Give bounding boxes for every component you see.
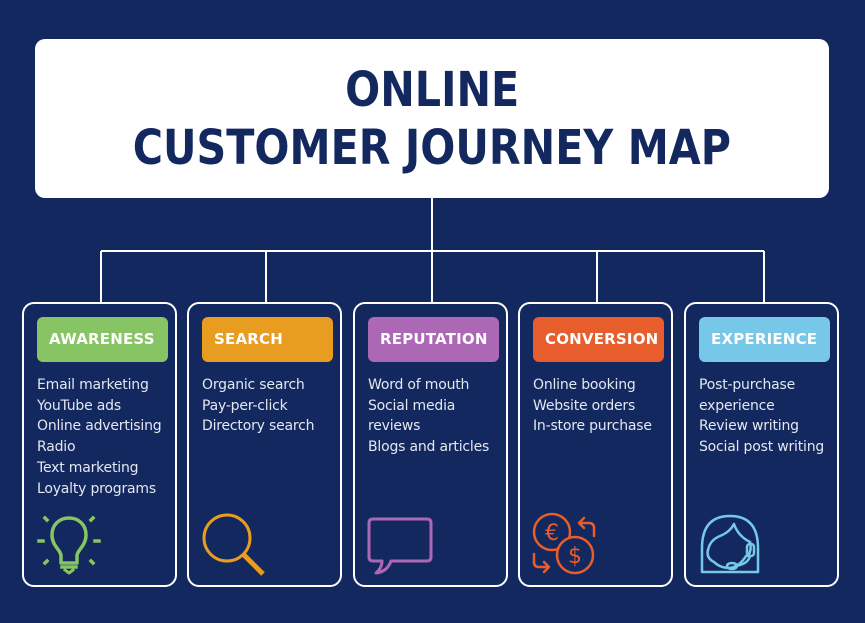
list-item: Social media	[368, 397, 456, 414]
svg-text:€: €	[545, 521, 559, 546]
list-item: Online booking	[533, 377, 636, 393]
stage-items-awareness: Email marketing YouTube ads Online adver…	[37, 375, 177, 499]
stage-items-experience: Post-purchase experience Review writing …	[699, 375, 839, 458]
stage-card-reputation: REPUTATION Word of mouth Social media re…	[353, 302, 508, 587]
list-item: Text marketing	[37, 459, 139, 476]
stage-label-conversion: CONVERSION	[533, 317, 664, 362]
list-item: Blogs and articles	[368, 439, 490, 456]
list-item: Directory search	[202, 418, 315, 435]
stage-card-search: SEARCH Organic search Pay-per-click Dire…	[187, 302, 342, 587]
list-item: Pay-per-click	[202, 397, 288, 414]
stage-items-conversion: Online booking Website orders In-store p…	[533, 375, 673, 437]
list-item: Word of mouth	[368, 377, 470, 393]
stage-label-awareness: AWARENESS	[37, 317, 168, 362]
svg-text:$: $	[568, 544, 582, 569]
list-item: Social post writing	[699, 439, 825, 456]
list-item: Radio	[37, 439, 76, 456]
list-item: Website orders	[533, 397, 636, 414]
list-item: experience	[699, 397, 775, 414]
list-item: Loyalty programs	[37, 480, 156, 497]
list-item: Post-purchase	[699, 377, 796, 393]
stage-card-experience: EXPERIENCE Post-purchase experience Revi…	[684, 302, 839, 587]
stage-label-experience: EXPERIENCE	[699, 317, 830, 362]
customer-support-icon	[696, 510, 768, 578]
currency-exchange-icon: € $	[530, 510, 602, 578]
list-item: Online advertising	[37, 418, 162, 435]
stage-label-search: SEARCH	[202, 317, 333, 362]
list-item: Review writing	[699, 418, 799, 435]
list-item: YouTube ads	[37, 397, 121, 414]
stage-card-conversion: CONVERSION Online booking Website orders…	[518, 302, 673, 587]
speech-bubble-icon	[365, 510, 437, 578]
list-item: Organic search	[202, 377, 305, 393]
title-line-1: ONLINE	[344, 61, 520, 118]
stage-label-reputation: REPUTATION	[368, 317, 499, 362]
lightbulb-icon	[34, 510, 106, 578]
list-item: In-store purchase	[533, 418, 652, 435]
stage-items-search: Organic search Pay-per-click Directory s…	[202, 375, 342, 437]
title-box: ONLINE CUSTOMER JOURNEY MAP	[35, 39, 829, 198]
list-item: Email marketing	[37, 377, 149, 393]
magnifying-glass-icon	[199, 510, 271, 578]
title-line-2: CUSTOMER JOURNEY MAP	[132, 119, 732, 176]
stage-card-awareness: AWARENESS Email marketing YouTube ads On…	[22, 302, 177, 587]
stage-items-reputation: Word of mouth Social media reviews Blogs…	[368, 375, 508, 458]
list-item: reviews	[368, 418, 421, 435]
